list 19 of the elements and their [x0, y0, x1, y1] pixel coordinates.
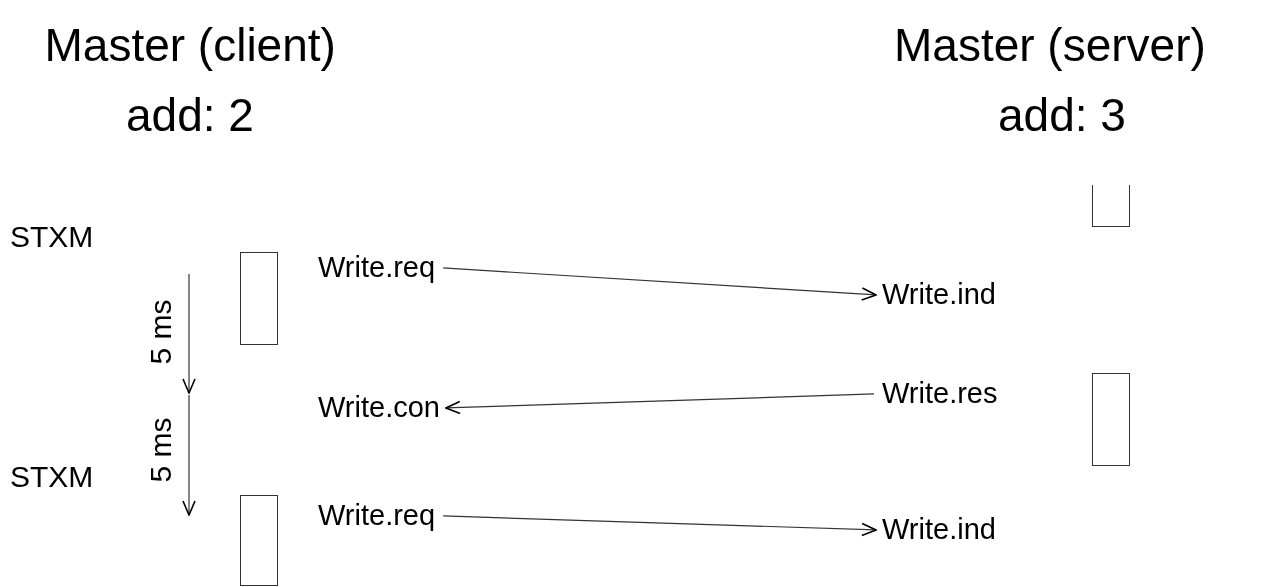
- event-label: STXM: [10, 222, 94, 252]
- duration-label: 5 ms: [145, 299, 175, 365]
- message-arrow: [442, 267, 877, 301]
- activation-bar: [1092, 373, 1130, 466]
- activation-bar: [1092, 185, 1130, 227]
- activation-bar: [240, 252, 278, 345]
- activation-bar: [240, 495, 278, 586]
- message-label: Write.res: [882, 378, 998, 410]
- message-arrow: [442, 515, 877, 537]
- message-arrow: [445, 393, 875, 415]
- address-label: add: 2: [126, 92, 254, 138]
- message-label: Write.con: [318, 392, 440, 424]
- message-label: Write.req: [318, 500, 436, 532]
- event-label: STXM: [10, 462, 94, 492]
- address-label: add: 3: [998, 92, 1126, 138]
- message-label: Write.ind: [882, 279, 996, 311]
- message-label: Write.req: [318, 252, 436, 284]
- message-label: Write.ind: [882, 514, 996, 546]
- duration-label: 5 ms: [145, 417, 175, 483]
